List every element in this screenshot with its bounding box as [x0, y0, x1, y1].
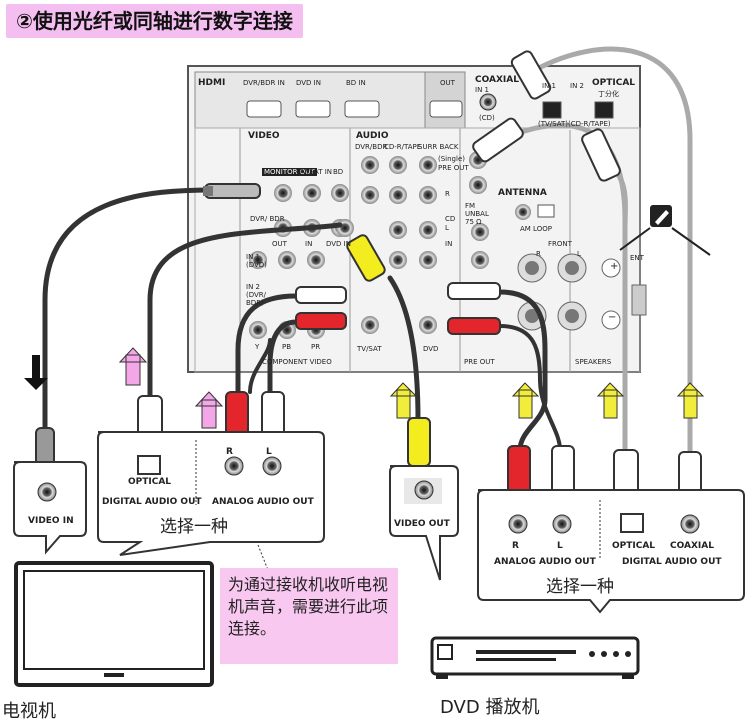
optical-jp-label: 丁分化 — [598, 90, 619, 98]
hdmi-input-label: DVD IN — [296, 79, 321, 87]
coaxial-label: COAXIAL — [475, 75, 519, 85]
optical-in1-sub-label: (TV/SAT) — [538, 120, 568, 128]
tv-video-in-box — [13, 461, 87, 555]
dvd-analog-audio-out-label: ANALOG AUDIO OUT — [494, 557, 596, 567]
dvd-choose-one-label: 选择一种 — [546, 577, 614, 597]
tv-choose-one-label: 选择一种 — [160, 517, 228, 537]
dvd-audio-out-box — [477, 489, 745, 614]
note-box: 为通过接收机收听电视机声音，需要进行此项连接。 — [220, 568, 398, 664]
dvd-r-label: R — [512, 541, 519, 551]
pre-out-label: PRE OUT — [438, 164, 469, 172]
tv-digital-audio-out-label: DIGITAL AUDIO OUT — [102, 497, 202, 507]
tv-icon — [14, 561, 214, 687]
video-out-box — [389, 465, 459, 581]
optical-in2-label: IN 2 — [570, 82, 584, 90]
tv-audio-out-box — [97, 431, 325, 556]
front-r-label: R — [536, 250, 541, 258]
video-in-label: VIDEO IN — [28, 516, 74, 526]
tv-l-label: L — [266, 447, 272, 457]
coaxial-cd-label: (CD) — [479, 114, 495, 122]
dvd-player-label: DVD 播放机 — [440, 697, 540, 718]
component-pr-label: PR — [311, 343, 321, 351]
cd-label: CD — [445, 215, 456, 223]
monitor-out-label: MONITOR OUT — [262, 168, 317, 176]
speakers-label: SPEAKERS — [575, 358, 612, 366]
l-label: L — [445, 224, 449, 232]
video-out-port-label: OUT — [272, 240, 287, 248]
single-label: (Single) — [438, 155, 465, 163]
video-out-label: VIDEO OUT — [394, 519, 450, 529]
tv-sat-in-label: TV/SAT IN — [298, 168, 333, 176]
audio-section-label: AUDIO — [356, 131, 389, 141]
fm-unbal-label: FM UNBAL 75 Ω — [465, 202, 489, 226]
dvd-player-icon — [430, 636, 640, 679]
component-pb-label: PB — [282, 343, 292, 351]
front-label: FRONT — [548, 240, 572, 248]
hdmi-label: HDMI — [198, 78, 226, 88]
dvd-l-label: L — [557, 541, 563, 551]
front-l-label: L — [577, 250, 581, 258]
am-loop-label: AM LOOP — [520, 225, 552, 233]
plus-sign: + — [610, 261, 619, 272]
pre-out-bottom-label: PRE OUT — [464, 358, 495, 366]
audio-col-label: DVR/BDR — [355, 143, 388, 151]
note-pencil-icon — [619, 205, 711, 256]
dvd-coaxial-label: COAXIAL — [670, 541, 714, 551]
minus-sign: − — [608, 312, 617, 323]
page-title: ②使用光纤或同轴进行数字连接 — [6, 4, 303, 38]
antenna-label: ANTENNA — [498, 188, 547, 198]
in2-dvr-label: IN 2 (DVR/ BDR) — [246, 283, 267, 307]
hdmi-input-label: BD IN — [346, 79, 366, 87]
optical-in2-sub-label: (CD-R/TAPE) — [568, 120, 611, 128]
dvd-label: DVD — [423, 345, 439, 353]
audio-col-label: SURR BACK — [418, 143, 459, 151]
dvr-bdr-label: DVR/ BDR — [250, 215, 285, 223]
dvd-optical-label: OPTICAL — [612, 541, 656, 551]
audio-col-label: CD-R/TAPE — [384, 143, 422, 151]
component-y-label: Y — [255, 343, 260, 351]
in-label: IN — [445, 240, 453, 248]
tv-analog-audio-out-label: ANALOG AUDIO OUT — [212, 497, 314, 507]
video-in-port-label: IN — [305, 240, 313, 248]
dvd-digital-audio-out-label: DIGITAL AUDIO OUT — [622, 557, 722, 567]
hdmi-ports — [246, 100, 463, 118]
tv-optical-label: OPTICAL — [128, 477, 172, 487]
optical-in1-label: IN 1 — [542, 82, 556, 90]
tv-label: 电视机 — [2, 701, 56, 722]
hdmi-out-label: OUT — [440, 79, 455, 87]
ent-label: ENT — [630, 254, 644, 262]
r-label: R — [445, 190, 450, 198]
direction-arrows — [24, 347, 705, 429]
tv-r-label: R — [226, 447, 233, 457]
video-plug-monitor — [203, 183, 261, 199]
note-pointer — [257, 544, 269, 571]
coaxial-in-label: IN 1 — [475, 86, 489, 94]
dvd-in-label: DVD IN — [326, 240, 351, 248]
tv-sat-label: TV/SAT — [357, 345, 382, 353]
in1-dvd-label: IN 1 (DVD) — [246, 253, 267, 269]
bd-label: BD — [333, 168, 344, 176]
video-section-label: VIDEO — [248, 131, 280, 141]
optical-label: OPTICAL — [592, 78, 636, 88]
component-video-label: COMPONENT VIDEO — [262, 358, 332, 366]
hdmi-input-label: DVR/BDR IN — [243, 79, 285, 87]
